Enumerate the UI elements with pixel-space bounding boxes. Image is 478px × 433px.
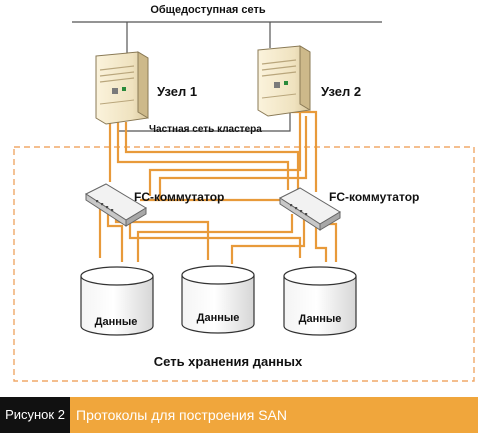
link-switch2-disk1 [136,214,294,262]
fibre-links [98,110,338,264]
link-switch1-disk1-b [106,212,124,262]
switch1-label: FC-коммутатор [134,190,224,204]
caption-bar: Рисунок 2 Протоколы для построения SAN [0,397,478,433]
disk3-label: Данные [299,313,342,325]
disk1-label: Данные [95,316,138,328]
node2-label: Узел 2 [321,84,361,99]
disk3-icon [283,266,357,336]
caption-text: Протоколы для построения SAN [76,407,288,423]
link-node2-switch1-a [148,112,302,196]
switch2-icon [278,187,341,231]
switch1-icon [84,183,147,227]
node1-server-icon [95,51,149,125]
link-node1-switch2-a [116,122,290,190]
node2-server-icon [257,45,311,117]
caption-tag: Рисунок 2 [0,397,70,433]
link-switch2-disk3 [314,222,328,262]
disk1-icon [80,266,154,336]
link-node1-switch2-b [124,122,300,192]
public-network-label: Общедоступная сеть [150,4,266,16]
disk2-label: Данные [197,312,240,324]
switch2-label: FC-коммутатор [329,190,419,204]
private-network-label: Частная сеть кластера [149,124,262,135]
san-boundary [13,146,475,382]
disk2-icon [181,265,255,334]
node1-label: Узел 1 [157,84,197,99]
san-diagram: Общедоступная сеть Частная сеть кластера… [13,4,475,382]
link-switch1-disk3 [128,218,302,258]
link-switch2-disk2 [230,218,306,264]
link-node2-switch1-b [158,116,308,200]
san-label: Сеть хранения данных [154,354,303,369]
